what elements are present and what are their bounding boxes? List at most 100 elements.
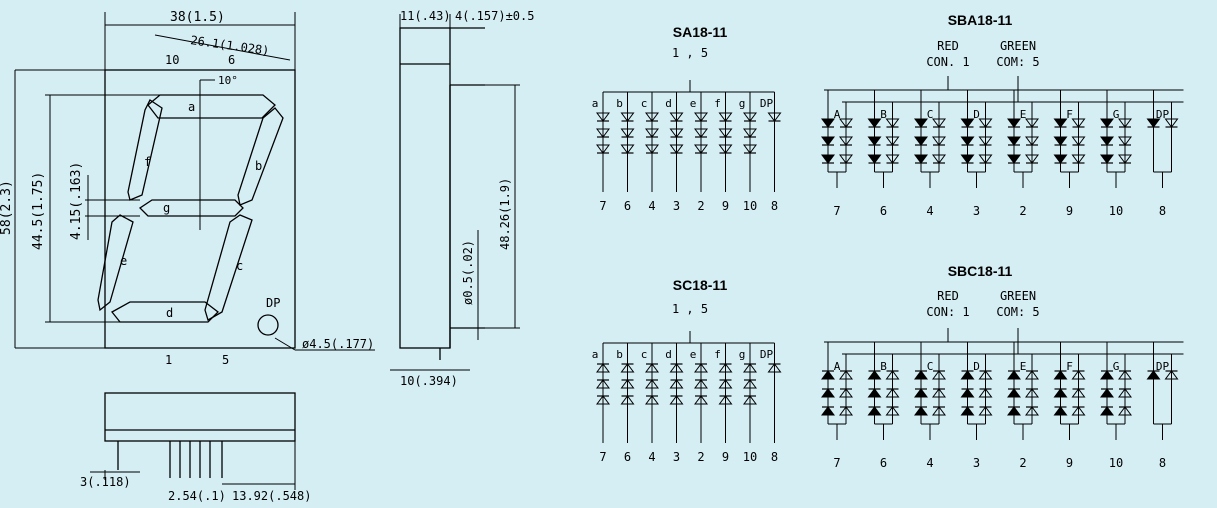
sbc-green-diode — [1025, 388, 1039, 398]
sbc-red-diode — [960, 388, 975, 398]
sa-diode — [645, 112, 659, 122]
sc-diode — [718, 395, 733, 405]
segment-g-shape — [138, 199, 244, 217]
sbc-green-diode — [978, 406, 993, 416]
sc-diode — [596, 395, 610, 405]
sc-pin-label: 8 — [771, 450, 778, 464]
sc-diode — [694, 395, 708, 405]
sba-green-diode — [1118, 118, 1132, 128]
sbc-green-diode — [839, 406, 853, 416]
sa-title: SA18-11 — [673, 24, 728, 40]
sbc-green-diode — [1118, 370, 1132, 380]
sbc-seg-label: B — [880, 360, 887, 373]
sbc-seg-label: DP — [1156, 360, 1170, 373]
segment-b-shape — [237, 107, 284, 206]
sba-seg-label: DP — [1156, 108, 1170, 121]
sa-seg-label: a — [592, 97, 599, 110]
sa-diode — [620, 144, 635, 154]
sbc-red-common: CON: 1 — [926, 305, 969, 319]
sbc-pin-label: 4 — [926, 456, 933, 470]
sba-red-common: CON. 1 — [926, 55, 969, 69]
sa-diode — [596, 128, 610, 138]
front-slant-angle: 10° — [218, 74, 238, 87]
bottom-row-spacing-dim: 13.92(.548) — [232, 489, 311, 503]
sba-red-diode — [914, 154, 928, 164]
segment-c-label: c — [236, 259, 243, 273]
sbc-green-diode — [932, 370, 946, 380]
sc-pin-label: 4 — [648, 450, 655, 464]
sbc-pin-label: 9 — [1066, 456, 1073, 470]
sbc-pin-label: 6 — [880, 456, 887, 470]
sa-diode — [620, 128, 635, 138]
sa-diode — [718, 112, 733, 122]
segment-a-shape — [147, 94, 276, 119]
dp-diameter-dim: ø4.5(.177) — [302, 337, 374, 351]
sbc-pin-label: 7 — [833, 456, 840, 470]
sbc-seg-label: E — [1020, 360, 1027, 373]
segment-d-shape — [111, 301, 219, 323]
sba-green-diode — [1025, 136, 1039, 146]
sba-red-diode — [1007, 118, 1021, 128]
sbc-red-diode — [1100, 388, 1114, 398]
sa-seg-label: g — [739, 97, 746, 110]
segment-g-label: g — [163, 201, 170, 215]
sba-red-diode — [1007, 136, 1021, 146]
sa-seg-label: f — [714, 97, 721, 110]
sba-green-diode — [839, 118, 853, 128]
side-outline — [399, 27, 451, 349]
sbc-red-label: RED — [937, 289, 959, 303]
sba-pin-label: 9 — [1066, 204, 1073, 218]
sc-common: 1 , 5 — [672, 302, 708, 316]
sa-seg-label: DP — [760, 97, 774, 110]
side-view: 11(.43) 4(.157)±0.5 48.26(1.9) ø0.5(.02)… — [390, 9, 534, 388]
sc-pin-label: 2 — [697, 450, 704, 464]
sa-diode — [694, 112, 708, 122]
sba-pin-label: 6 — [880, 204, 887, 218]
sbc-green-diode — [1071, 406, 1086, 416]
sbc-green-diode — [978, 388, 993, 398]
sbc-red-diode — [821, 406, 835, 416]
sa-diode — [669, 144, 684, 154]
sbc-red-diode — [821, 370, 835, 380]
sba-pin-label: 4 — [926, 204, 933, 218]
sbc-green-diode — [839, 370, 853, 380]
sc-diode — [767, 363, 782, 373]
sba-red-diode — [960, 136, 975, 146]
sba-green-diode — [1071, 118, 1086, 128]
sa-diode — [645, 144, 659, 154]
sbc-pin-label: 10 — [1109, 456, 1123, 470]
sc-seg-label: a — [592, 348, 599, 361]
sba-green-diode — [978, 118, 993, 128]
sa-pin-label: 3 — [673, 199, 680, 213]
sba-green-diode — [932, 118, 946, 128]
sc-seg-label: g — [739, 348, 746, 361]
sa-diode — [743, 144, 757, 154]
sba-green-diode — [839, 136, 853, 146]
sa-seg-label: e — [690, 97, 697, 110]
sbc-title: SBC18-11 — [948, 263, 1013, 279]
sbc-green-diode — [1071, 370, 1086, 380]
sba-red-diode — [867, 136, 882, 146]
sc-diode — [694, 379, 708, 389]
sc-diode — [669, 395, 684, 405]
bottom-offset-dim: 3(.118) — [80, 475, 131, 489]
sba-green-diode — [1118, 136, 1132, 146]
sba-pin-label: 8 — [1159, 204, 1166, 218]
sba-green-diode — [978, 154, 993, 164]
sba-green-diode — [1164, 118, 1179, 128]
sa-diode — [718, 128, 733, 138]
front-width-dim: 38(1.5) — [170, 10, 225, 25]
sa-seg-label: b — [616, 97, 623, 110]
sc-seg-label: c — [641, 348, 648, 361]
sa-diode — [694, 144, 708, 154]
sc-diode — [620, 363, 635, 373]
sc-seg-label: d — [665, 348, 672, 361]
segment-c-shape — [204, 214, 253, 321]
sbc-red-diode — [867, 370, 882, 380]
sba-red-diode — [867, 118, 882, 128]
side-body-height-dim: 48.26(1.9) — [498, 178, 512, 250]
front-pin-top-right: 6 — [228, 53, 235, 67]
sba-pin-label: 10 — [1109, 204, 1123, 218]
